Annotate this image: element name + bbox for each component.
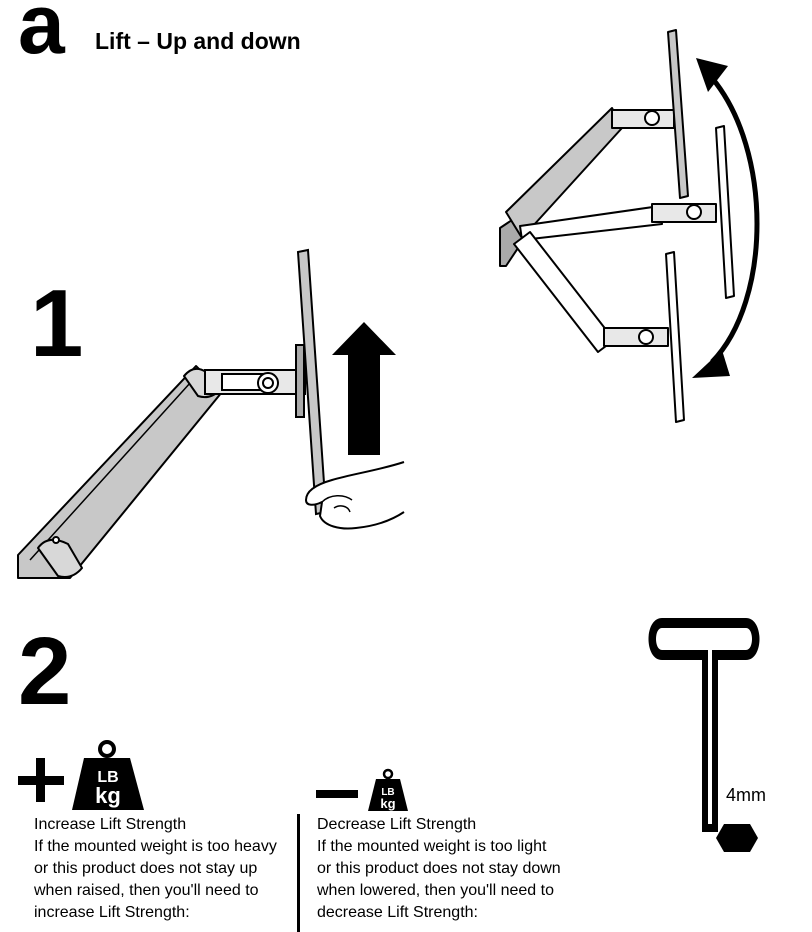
hex-key-size-label: 4mm — [726, 785, 766, 805]
increase-line: If the mounted weight is too heavy — [34, 838, 277, 855]
weight-small-unit-top: LB — [381, 787, 394, 798]
section-letter: a — [18, 0, 65, 71]
weight-large-unit-bottom: kg — [95, 783, 121, 808]
increase-line: or this product does not stay up — [34, 860, 258, 877]
plus-icon-vertical — [36, 758, 45, 802]
curved-double-arrow-icon — [692, 58, 760, 378]
increase-line: when raised, then you'll need to — [34, 882, 259, 899]
increase-line: increase Lift Strength: — [34, 904, 190, 921]
weight-large-icon: LB kg — [72, 740, 144, 810]
decrease-line: decrease Lift Strength: — [317, 904, 478, 921]
decrease-line: or this product does not stay down — [317, 860, 561, 877]
hex-tip-icon — [716, 824, 758, 852]
decrease-line: when lowered, then you'll need to — [317, 882, 554, 899]
section-title: Lift – Up and down — [95, 28, 301, 54]
weight-small-unit-bottom: kg — [380, 796, 395, 811]
monitor-side-icon — [295, 248, 328, 516]
lower-arm-icon — [17, 365, 223, 579]
tilt-head-icon — [204, 369, 306, 395]
minus-icon — [316, 790, 358, 798]
monitor-arm-lift-illustration — [17, 29, 760, 579]
weight-large-unit-top: LB — [97, 769, 118, 786]
weight-small-icon: LB kg — [368, 768, 408, 811]
arm-range-illustration — [499, 29, 735, 423]
step-1-number: 1 — [30, 270, 84, 377]
up-arrow-icon — [332, 322, 396, 455]
decrease-line: If the mounted weight is too light — [317, 838, 547, 855]
column-divider — [297, 814, 300, 932]
step-2-number: 2 — [18, 618, 72, 725]
hex-key-icon — [648, 618, 760, 852]
decrease-heading: Decrease Lift Strength — [317, 816, 477, 833]
increase-heading: Increase Lift Strength — [34, 816, 187, 833]
decrease-instructions: Decrease Lift Strength If the mounted we… — [317, 814, 561, 924]
increase-instructions: Increase Lift Strength If the mounted we… — [34, 814, 277, 924]
hand-icon — [305, 461, 405, 530]
